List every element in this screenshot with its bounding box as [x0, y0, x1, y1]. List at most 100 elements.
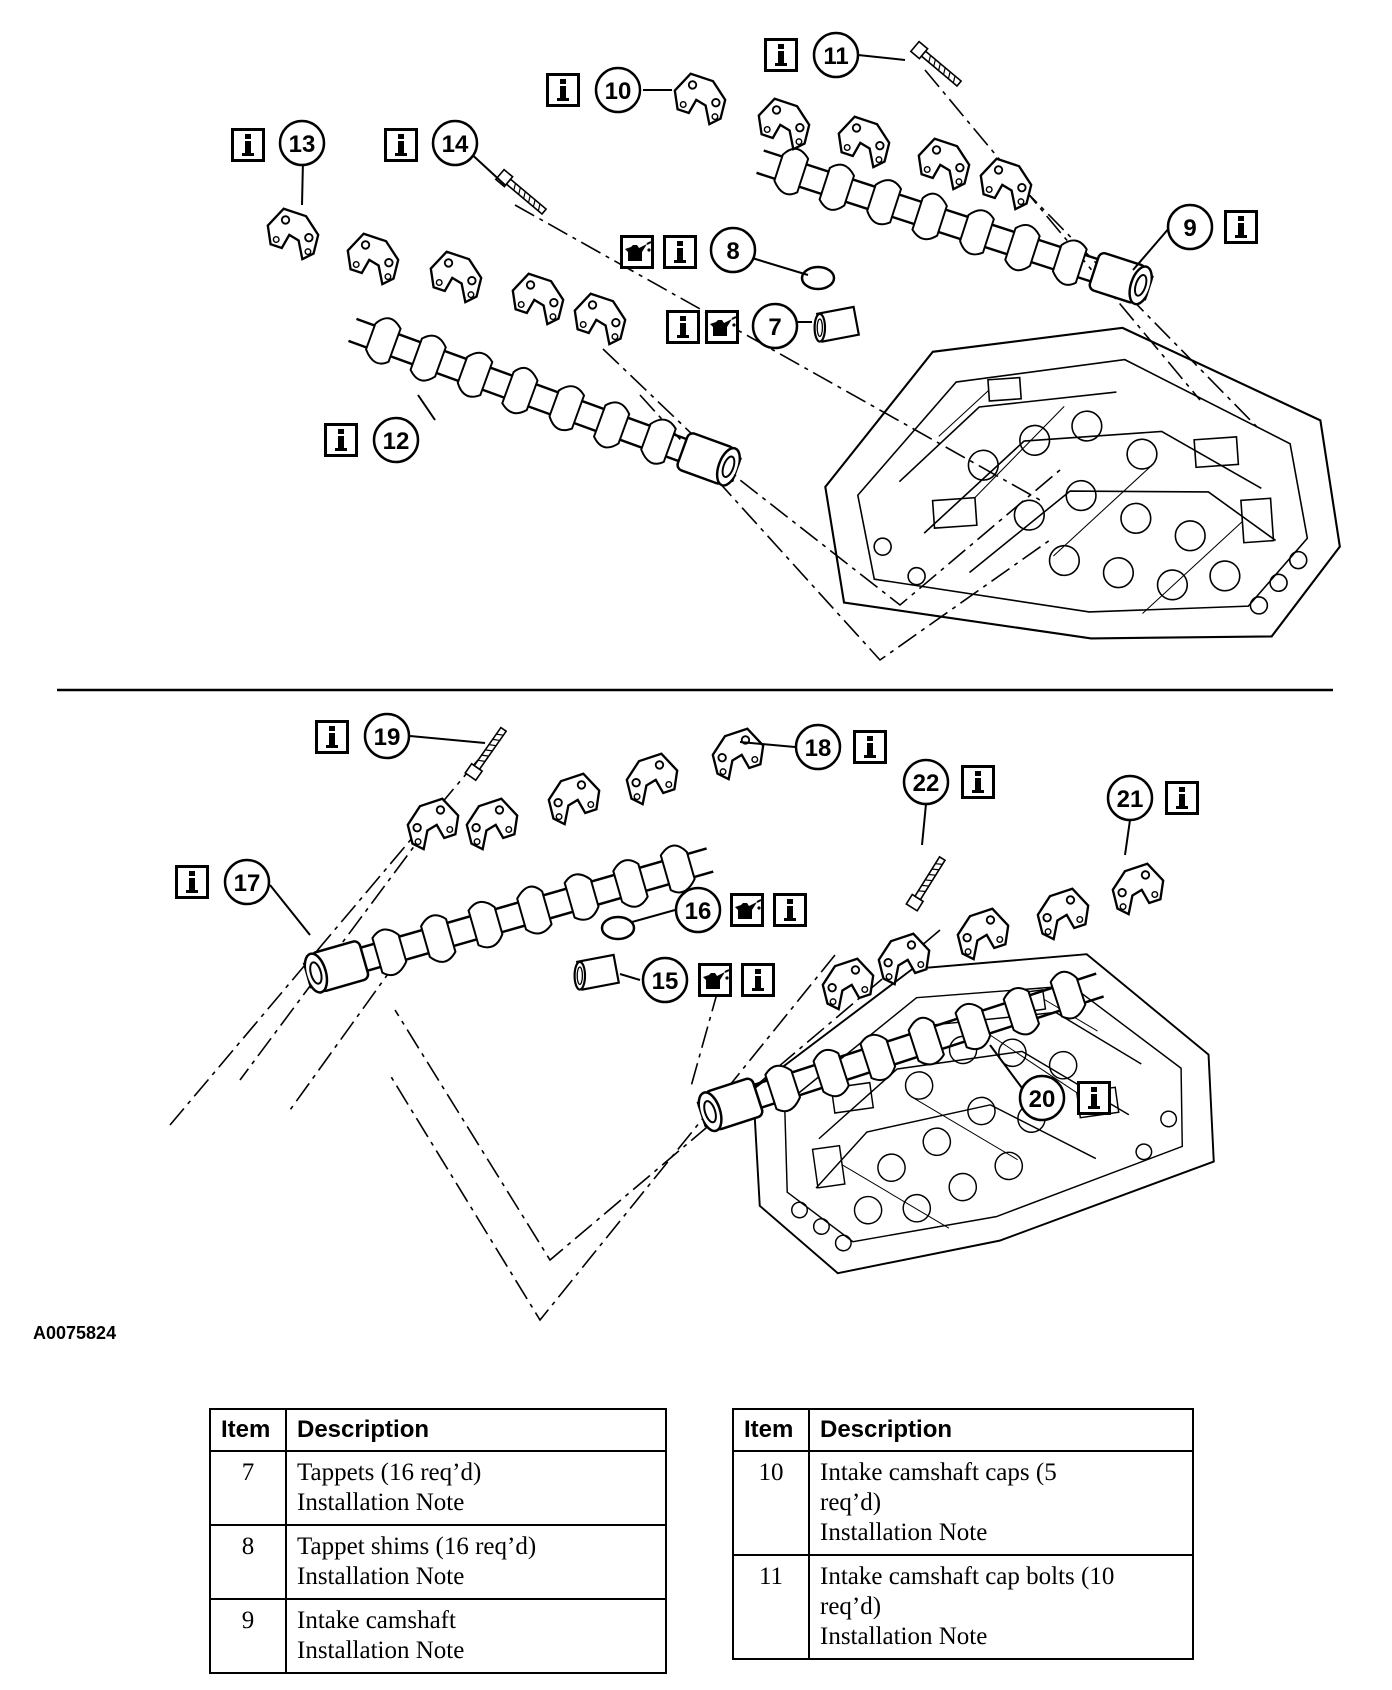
camshaft-cap [1111, 862, 1165, 916]
svg-text:17: 17 [234, 870, 261, 897]
svg-text:20: 20 [1029, 1086, 1056, 1113]
camshaft-cap [979, 157, 1033, 211]
callout-18: 18 [794, 723, 887, 771]
table-row: 8 Tappet shims (16 req’d) Installation N… [209, 1524, 667, 1600]
camshaft-cap [547, 772, 601, 826]
callout-22: 22 [902, 758, 995, 806]
item-number: 10 [732, 1450, 810, 1556]
item-description: Intake camshaft Installation Note [285, 1598, 667, 1674]
item-description: Intake camshaft cap bolts (10 req’d) Ins… [808, 1554, 1194, 1660]
item-description: Tappet shims (16 req’d) Installation Not… [285, 1524, 667, 1600]
table-row: 10 Intake camshaft caps (5 req’d) Instal… [732, 1450, 1194, 1556]
callout-13: 13 [231, 119, 326, 167]
camshaft-cap [625, 752, 679, 806]
info-icon [1224, 210, 1258, 244]
camshaft-cap [757, 97, 811, 151]
info-icon [231, 128, 265, 162]
svg-text:8: 8 [726, 238, 739, 265]
item-number: 11 [732, 1554, 810, 1660]
camshaft-cap [917, 137, 971, 191]
callout-16: 16 [674, 886, 807, 934]
oil-can-icon [705, 310, 739, 344]
svg-text:10: 10 [605, 78, 632, 105]
camshaft-cap [406, 797, 460, 851]
item-column-header: Item [732, 1408, 810, 1452]
cap-bolt-19 [464, 724, 510, 782]
info-icon [1077, 1081, 1111, 1115]
svg-text:11: 11 [823, 43, 848, 70]
camshaft-cap [346, 232, 400, 286]
callout-17: 17 [175, 858, 271, 906]
item-number: 8 [209, 1524, 287, 1600]
callout-9: 9 [1166, 203, 1258, 251]
svg-text:14: 14 [442, 131, 469, 158]
callout-10: 10 [546, 66, 642, 114]
camshaft-cap [573, 292, 627, 346]
callout-7: 7 [666, 302, 799, 350]
tappet-shim-16 [600, 915, 636, 941]
svg-text:21: 21 [1117, 786, 1144, 813]
svg-text:15: 15 [652, 968, 679, 995]
callout-11: 11 [764, 31, 860, 79]
info-icon [741, 963, 775, 997]
info-icon [773, 893, 807, 927]
info-icon [324, 423, 358, 457]
info-icon [175, 865, 209, 899]
legend-table-left: Item Description 7 Tappets (16 req’d) In… [209, 1408, 667, 1674]
item-column-header: Item [209, 1408, 287, 1452]
info-icon [666, 310, 700, 344]
oil-can-icon [730, 893, 764, 927]
svg-text:7: 7 [768, 314, 781, 341]
info-icon [853, 730, 887, 764]
camshaft-cap [821, 957, 875, 1011]
callout-8: 8 [620, 226, 757, 274]
svg-text:9: 9 [1183, 215, 1196, 242]
camshaft-cap [837, 115, 891, 169]
item-number: 7 [209, 1450, 287, 1526]
camshaft-cap [956, 907, 1010, 961]
lower-cylinder-head [728, 928, 1233, 1284]
item-description: Intake camshaft caps (5 req’d) Installat… [808, 1450, 1194, 1556]
svg-text:22: 22 [913, 770, 940, 797]
svg-text:19: 19 [374, 724, 401, 751]
upper-cylinder-head [814, 312, 1347, 668]
legend-header-row: Item Description [732, 1408, 1194, 1452]
cap-bolt-22 [905, 854, 949, 912]
figure-id: A0075824 [33, 1323, 117, 1343]
info-icon [961, 765, 995, 799]
table-row: 7 Tappets (16 req’d) Installation Note [209, 1450, 667, 1526]
camshaft-cap [673, 72, 727, 126]
info-icon [663, 235, 697, 269]
camshaft-cap [429, 250, 483, 304]
tappet-7 [813, 305, 860, 343]
item-description: Tappets (16 req’d) Installation Note [285, 1450, 667, 1526]
svg-text:13: 13 [289, 131, 316, 158]
camshaft-cap [711, 727, 765, 781]
camshaft-cap [1036, 887, 1090, 941]
svg-text:16: 16 [685, 898, 712, 925]
description-column-header: Description [285, 1408, 667, 1452]
cap-bolt-11 [910, 40, 964, 90]
oil-can-icon [698, 963, 732, 997]
item-number: 9 [209, 1598, 287, 1674]
callout-14: 14 [384, 119, 479, 167]
table-row: 11 Intake camshaft cap bolts (10 req’d) … [732, 1554, 1194, 1660]
info-icon [546, 73, 580, 107]
callout-15: 15 [641, 956, 775, 1004]
svg-text:12: 12 [383, 428, 410, 455]
description-column-header: Description [808, 1408, 1194, 1452]
tappet-15 [573, 953, 620, 991]
leader-lines-upper [301, 54, 1171, 421]
info-icon [764, 38, 798, 72]
camshaft-cap [465, 797, 519, 851]
legend-header-row: Item Description [209, 1408, 667, 1452]
callout-19: 19 [315, 712, 411, 760]
info-icon [384, 128, 418, 162]
table-row: 9 Intake camshaft Installation Note [209, 1598, 667, 1674]
leader-lines-lower [269, 735, 1131, 1089]
info-icon [315, 720, 349, 754]
svg-text:18: 18 [805, 735, 832, 762]
oil-can-icon [620, 235, 654, 269]
exploded-camshaft-diagram: 13 14 10 11 8 7 9 12 [57, 31, 1347, 1322]
callout-12: 12 [324, 416, 420, 464]
